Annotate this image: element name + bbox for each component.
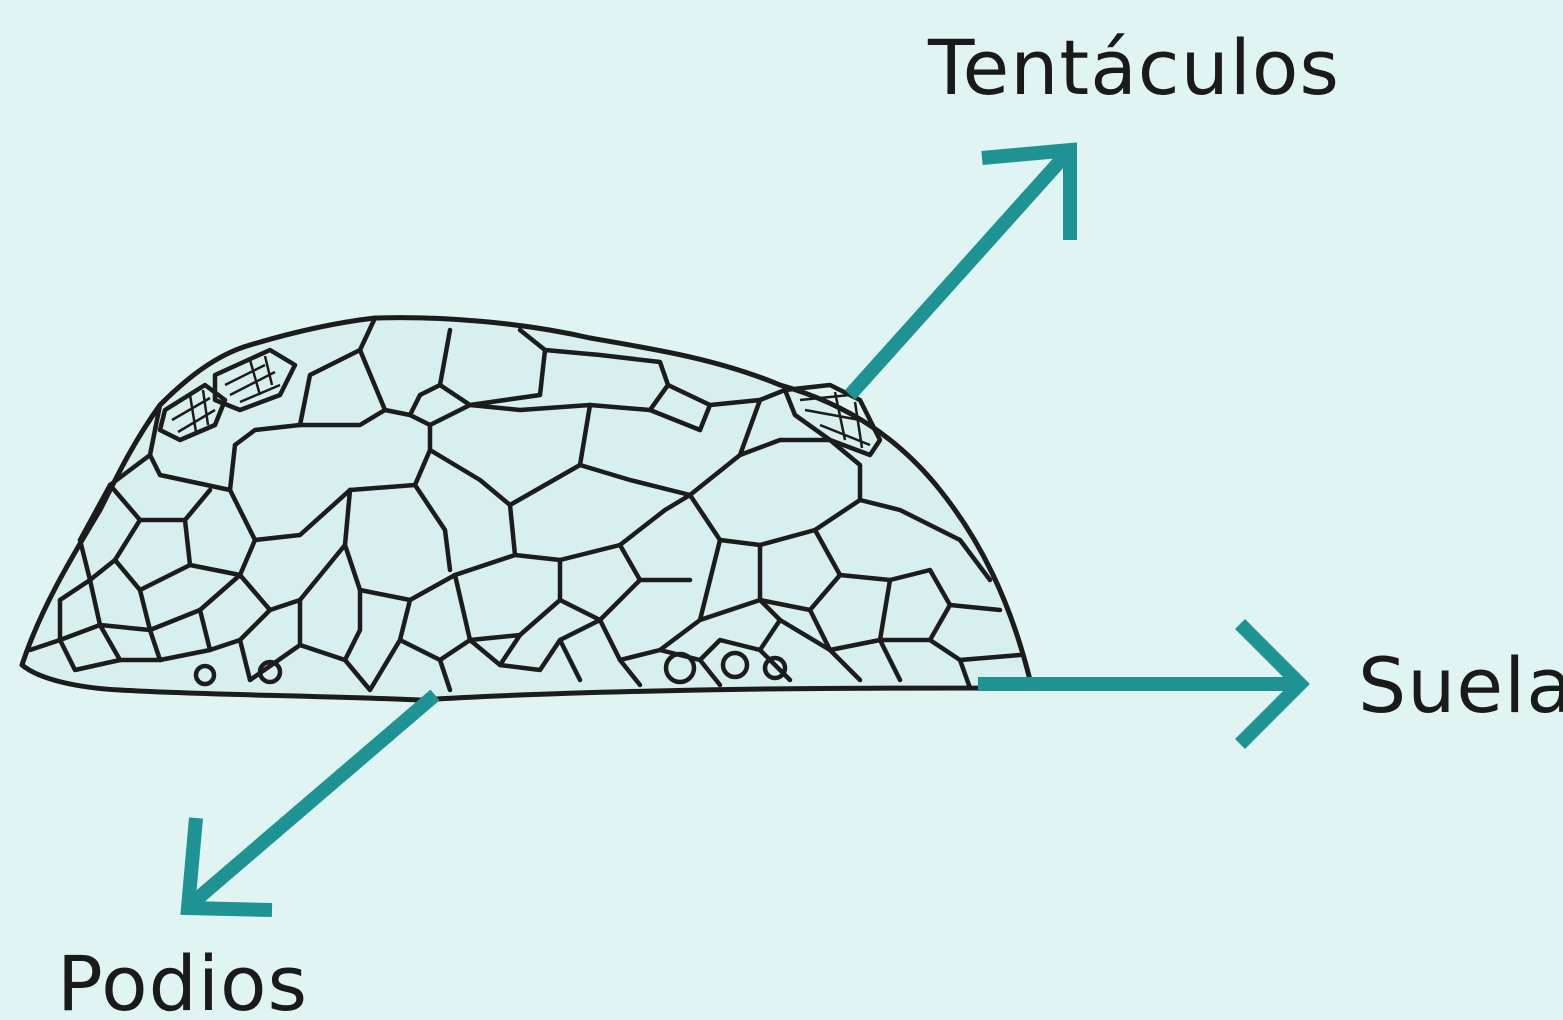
tentacles-arrow xyxy=(850,150,1070,395)
podia-label: Podios xyxy=(57,946,308,1020)
sole-label: Suela xyxy=(1358,648,1563,724)
body-outline xyxy=(22,318,1030,700)
podia-arrow xyxy=(188,695,435,910)
tentacles-label: Tentáculos xyxy=(928,30,1340,106)
sole-arrow xyxy=(978,624,1300,744)
